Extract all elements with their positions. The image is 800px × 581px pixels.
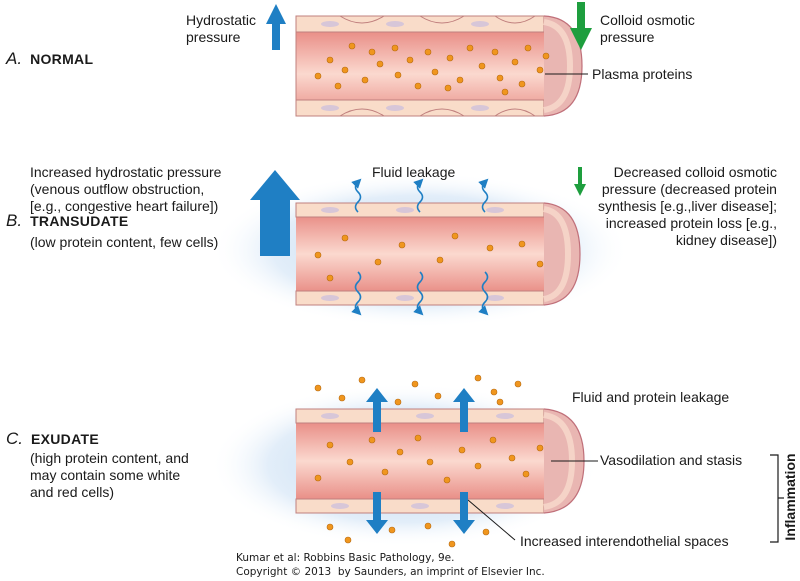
vessel-a	[295, 15, 588, 117]
inflammation-bracket	[770, 454, 784, 543]
panel-a-letter: A.	[6, 49, 23, 68]
vasodilation-label: Vasodilation and stasis	[600, 452, 743, 468]
vessel-b	[295, 202, 581, 306]
wavy-leak-arrow-icon	[351, 178, 489, 316]
source-credit-line2: Copyright © 2013 by Saunders, an imprint…	[236, 566, 545, 578]
interendothelial-label: Increased interendothelial spaces	[520, 533, 729, 549]
hydrostatic-pressure-label: Hydrostatic pressure	[186, 12, 257, 45]
increased-hydrostatic-label: Increased hydrostatic pressure (venous o…	[30, 164, 222, 214]
protein-dot-icon	[314, 374, 522, 548]
panel-c-letter: C.	[6, 429, 23, 448]
panel-b-subtitle: (low protein content, few cells)	[30, 234, 219, 250]
plasma-proteins-label: Plasma proteins	[592, 66, 693, 82]
colloid-osmotic-label: Colloid osmotic pressure	[600, 12, 695, 45]
source-credit-line1: Kumar et al: Robbins Basic Pathology, 9e…	[236, 552, 455, 564]
panel-c-heading: EXUDATE	[31, 431, 99, 447]
panel-b-heading: TRANSUDATE	[30, 213, 129, 229]
panel-c-label: C. EXUDATE	[6, 429, 99, 449]
down-arrow-icon	[570, 2, 592, 50]
small-down-arrow-icon	[574, 167, 586, 196]
fluid-leakage-label: Fluid leakage	[372, 164, 456, 180]
protein-leakage-label: Fluid and protein leakage	[572, 389, 730, 405]
panel-a-heading: NORMAL	[30, 51, 94, 67]
decreased-colloid-label: Decreased colloid osmotic pressure (decr…	[598, 164, 777, 248]
exudate-leak-arrows	[366, 388, 475, 534]
up-arrow-icon	[266, 4, 286, 50]
vessel-c	[295, 408, 598, 541]
big-up-arrow-icon	[250, 170, 300, 256]
panel-b-label: B. TRANSUDATE	[6, 211, 128, 231]
panel-b-letter: B.	[6, 211, 23, 230]
panel-c-subtitle: (high protein content, and may contain s…	[30, 450, 189, 500]
panel-a-label: A. NORMAL	[6, 49, 93, 69]
inflammation-label: Inflammation	[782, 453, 798, 541]
